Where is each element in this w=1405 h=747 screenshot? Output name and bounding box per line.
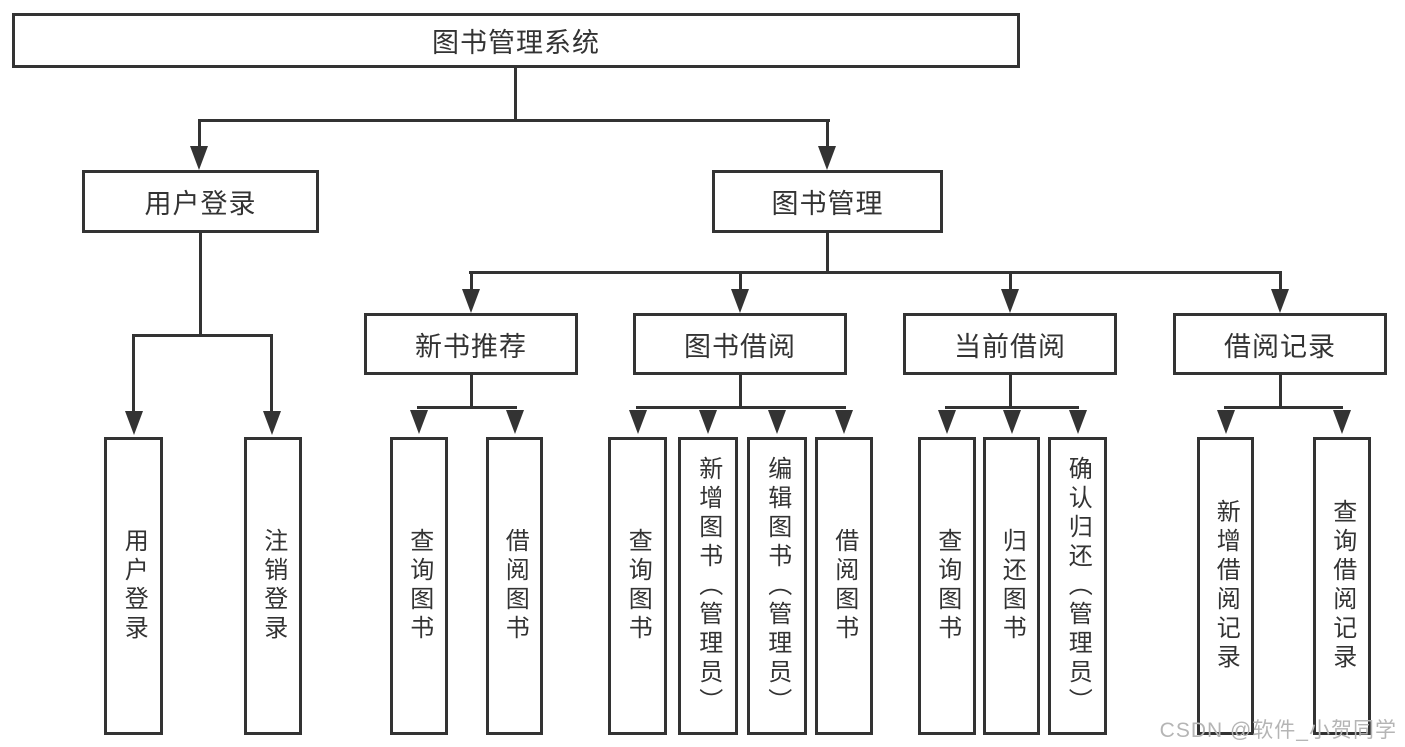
leaf-borrow-books-2: 借阅图书 bbox=[815, 437, 873, 735]
leaf-label: 查询借阅记录 bbox=[1328, 499, 1356, 673]
leaf-borrow-books-1: 借阅图书 bbox=[486, 437, 543, 735]
arrowhead-leaf-logout bbox=[263, 411, 281, 435]
arrowhead-book-management bbox=[818, 146, 836, 170]
node-label: 当前借阅 bbox=[954, 331, 1066, 362]
leaf-label: 查询图书 bbox=[933, 528, 961, 644]
leaf-edit-book-admin: 编辑图书（管理员） bbox=[747, 437, 807, 735]
leaf-label: 新增图书（管理员） bbox=[694, 455, 722, 717]
connector-root-stub bbox=[514, 66, 517, 122]
leaf-label: 借阅图书 bbox=[830, 528, 858, 644]
connector-drop-current-borrow bbox=[1009, 271, 1012, 293]
arrowhead-leaf-query-borrow-record bbox=[1333, 410, 1351, 434]
leaf-query-books-1: 查询图书 bbox=[390, 437, 448, 735]
node-library-system: 图书管理系统 bbox=[12, 13, 1020, 68]
arrowhead-leaf-edit-book bbox=[768, 410, 786, 434]
leaf-add-book-admin: 新增图书（管理员） bbox=[678, 437, 738, 735]
leaf-label: 用户登录 bbox=[120, 528, 148, 644]
arrowhead-leaf-query-books-1 bbox=[410, 410, 428, 434]
node-label: 图书管理 bbox=[771, 189, 884, 219]
connector-drop-leaf-user-login bbox=[132, 334, 135, 414]
connector-drop-borrow-record bbox=[1279, 271, 1282, 293]
arrowhead-leaf-user-login bbox=[125, 411, 143, 435]
leaf-confirm-return-admin: 确认归还（管理员） bbox=[1048, 437, 1107, 735]
node-label: 新书推荐 bbox=[415, 331, 527, 362]
arrowhead-book-borrow bbox=[731, 289, 749, 313]
leaf-label: 编辑图书（管理员） bbox=[763, 455, 791, 717]
node-current-borrow: 当前借阅 bbox=[903, 313, 1117, 375]
node-book-borrow: 图书借阅 bbox=[633, 313, 847, 375]
leaf-label: 查询图书 bbox=[624, 528, 652, 644]
node-user-login: 用户登录 bbox=[82, 170, 319, 233]
node-label: 用户登录 bbox=[144, 189, 257, 219]
connector-user-login-branch bbox=[132, 334, 273, 337]
node-borrow-record: 借阅记录 bbox=[1173, 313, 1387, 375]
arrowhead-leaf-borrow-books-2 bbox=[835, 410, 853, 434]
arrowhead-leaf-confirm-return bbox=[1069, 410, 1087, 434]
leaf-query-books-2: 查询图书 bbox=[608, 437, 667, 735]
leaf-logout: 注销登录 bbox=[244, 437, 302, 735]
leaf-label: 注销登录 bbox=[259, 528, 287, 644]
node-book-management: 图书管理 bbox=[712, 170, 943, 233]
connector-book-management-branch bbox=[469, 271, 1282, 274]
connector-new-book-recommend-stub bbox=[470, 375, 473, 409]
arrowhead-current-borrow bbox=[1001, 289, 1019, 313]
connector-book-management-stub bbox=[826, 233, 829, 274]
leaf-add-borrow-record: 新增借阅记录 bbox=[1197, 437, 1254, 735]
node-label: 借阅记录 bbox=[1224, 331, 1336, 362]
connector-borrow-record-branch bbox=[1224, 406, 1343, 409]
leaf-return-books: 归还图书 bbox=[983, 437, 1040, 735]
connector-drop-book-borrow bbox=[739, 271, 742, 293]
connector-borrow-record-stub bbox=[1279, 375, 1282, 409]
connector-new-book-recommend-branch bbox=[417, 406, 517, 409]
leaf-label: 确认归还（管理员） bbox=[1064, 455, 1092, 717]
connector-book-borrow-stub bbox=[739, 375, 742, 409]
arrowhead-new-book-recommend bbox=[462, 289, 480, 313]
arrowhead-leaf-add-borrow-record bbox=[1217, 410, 1235, 434]
csdn-watermark: CSDN @软件_小贺同学 bbox=[1159, 719, 1397, 742]
arrowhead-leaf-query-books-3 bbox=[938, 410, 956, 434]
node-new-book-recommend: 新书推荐 bbox=[364, 313, 578, 375]
arrowhead-borrow-record bbox=[1271, 289, 1289, 313]
arrowhead-leaf-add-book bbox=[699, 410, 717, 434]
connector-book-borrow-branch bbox=[636, 406, 846, 409]
node-label: 图书管理系统 bbox=[432, 28, 600, 58]
leaf-label: 归还图书 bbox=[998, 528, 1026, 644]
leaf-query-borrow-record: 查询借阅记录 bbox=[1313, 437, 1371, 735]
connector-drop-book-management bbox=[826, 119, 829, 149]
connector-user-login-stub bbox=[199, 233, 202, 337]
connector-drop-user-login bbox=[198, 119, 201, 149]
leaf-label: 新增借阅记录 bbox=[1212, 499, 1240, 673]
connector-drop-new-book-recommend bbox=[470, 271, 473, 293]
leaf-user-login: 用户登录 bbox=[104, 437, 163, 735]
leaf-label: 查询图书 bbox=[405, 528, 433, 644]
leaf-label: 借阅图书 bbox=[501, 528, 529, 644]
leaf-query-books-3: 查询图书 bbox=[918, 437, 976, 735]
arrowhead-leaf-borrow-books-1 bbox=[506, 410, 524, 434]
node-label: 图书借阅 bbox=[684, 331, 796, 362]
connector-drop-leaf-logout bbox=[270, 334, 273, 414]
connector-current-borrow-stub bbox=[1009, 375, 1012, 409]
arrowhead-leaf-return-books bbox=[1003, 410, 1021, 434]
arrowhead-leaf-query-books-2 bbox=[629, 410, 647, 434]
connector-current-borrow-branch bbox=[945, 406, 1079, 409]
arrowhead-user-login bbox=[190, 146, 208, 170]
connector-root-branch bbox=[198, 119, 830, 122]
